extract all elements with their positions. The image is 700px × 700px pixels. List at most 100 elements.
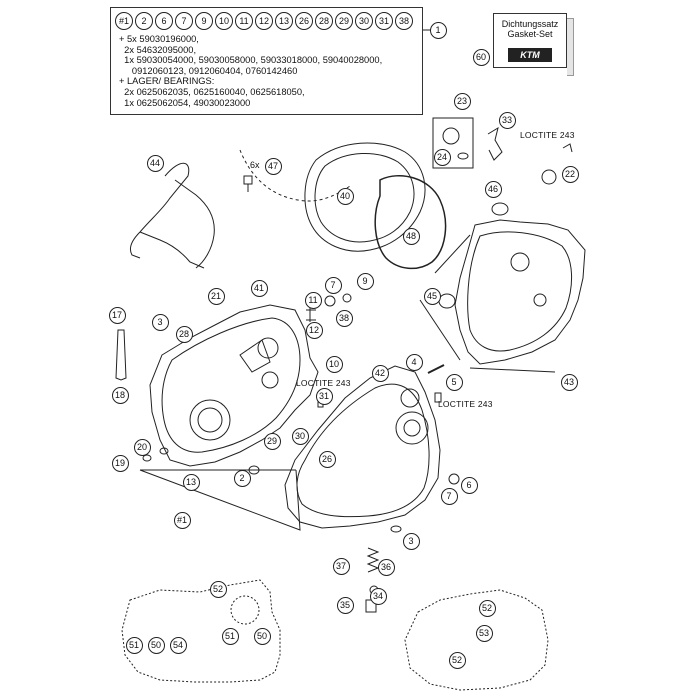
legend-part-circle: 29 xyxy=(335,12,353,30)
filler-plug-seal xyxy=(457,152,469,160)
clutch-cover-gasket xyxy=(304,142,426,252)
engine-bracket-part xyxy=(129,162,190,259)
callout-9[interactable]: 9 xyxy=(356,272,374,290)
washer-2 xyxy=(342,293,352,303)
legend-part-circle: 10 xyxy=(215,12,233,30)
callout-19[interactable]: 19 xyxy=(111,454,129,472)
legend-part-circle: 9 xyxy=(195,12,213,30)
legend-part-numbers: + 5x 59030196000, 2x 54632095000, 1x 590… xyxy=(119,34,382,108)
callout-50[interactable]: 50 xyxy=(253,627,271,645)
right-crankcase xyxy=(284,365,441,529)
callout-3[interactable]: 3 xyxy=(402,532,420,550)
legend-part-circle: 13 xyxy=(275,12,293,30)
retaining-clip xyxy=(487,126,503,161)
seal-ring xyxy=(491,202,509,216)
callout-53[interactable]: 53 xyxy=(475,624,493,642)
callout-17[interactable]: 17 xyxy=(108,306,126,324)
legend-line: 0912060123, 0912060404, 0760142460 xyxy=(119,65,298,76)
plug-screw xyxy=(434,392,442,403)
callout-52[interactable]: 52 xyxy=(448,651,466,669)
callout-54[interactable]: 54 xyxy=(169,636,187,654)
legend-part-circle: 2 xyxy=(135,12,153,30)
ktm-logo: KTM xyxy=(508,48,552,62)
callout-43[interactable]: 43 xyxy=(560,373,578,391)
legend-line: + LAGER/ BEARINGS: xyxy=(119,76,215,87)
legend-part-circle: 11 xyxy=(235,12,253,30)
loctite-label: LOCTITE 243 xyxy=(520,130,575,140)
gasket-cutout xyxy=(230,595,260,625)
gasket-set-box-side xyxy=(567,18,574,76)
callout-21[interactable]: 21 xyxy=(207,287,225,305)
right-crankcase-gasket-face xyxy=(296,383,430,518)
callout-40[interactable]: 40 xyxy=(336,187,354,205)
callout-48[interactable]: 48 xyxy=(402,227,420,245)
callout-31[interactable]: 31 xyxy=(315,387,333,405)
callout-28[interactable]: 28 xyxy=(175,325,193,343)
clutch-cover xyxy=(454,219,586,365)
callout-gasket-set[interactable]: 60 xyxy=(472,48,490,66)
callout-20[interactable]: 20 xyxy=(133,438,151,456)
drain-plug xyxy=(448,473,460,485)
callout-44[interactable]: 44 xyxy=(146,154,164,172)
callout-46[interactable]: 46 xyxy=(484,180,502,198)
legend-part-circle: 30 xyxy=(355,12,373,30)
bolt-part xyxy=(243,175,253,192)
callout-45[interactable]: 45 xyxy=(423,287,441,305)
legend-part-circle: 6 xyxy=(155,12,173,30)
callout-24[interactable]: 24 xyxy=(433,148,451,166)
cover-boss-2 xyxy=(533,293,547,307)
callout-34[interactable]: 34 xyxy=(369,587,387,605)
cover-boss xyxy=(510,252,530,272)
callout-7[interactable]: 7 xyxy=(440,487,458,505)
callout-legend-ref[interactable]: 1 xyxy=(429,21,447,39)
dowel-3 xyxy=(390,525,402,533)
callout-37[interactable]: 37 xyxy=(332,557,350,575)
cover-seal xyxy=(438,293,456,309)
callout-41[interactable]: 41 xyxy=(250,279,268,297)
callout-35[interactable]: 35 xyxy=(336,596,354,614)
callout-42[interactable]: 42 xyxy=(371,364,389,382)
long-bolt xyxy=(427,364,445,374)
legend-line: 2x 54632095000, xyxy=(119,44,197,55)
callout-23[interactable]: 23 xyxy=(453,92,471,110)
callout-7[interactable]: 7 xyxy=(324,276,342,294)
callout-6[interactable]: 6 xyxy=(460,476,478,494)
callout-38[interactable]: 38 xyxy=(335,309,353,327)
callout-13[interactable]: 13 xyxy=(182,473,200,491)
loctite-label: LOCTITE 243 xyxy=(296,378,351,388)
filler-plug xyxy=(442,127,460,145)
callout-36[interactable]: 36 xyxy=(377,558,395,576)
callout-47[interactable]: 47 xyxy=(264,157,282,175)
callout-26[interactable]: 26 xyxy=(318,450,336,468)
exploded-line xyxy=(434,234,471,274)
callout-22[interactable]: 22 xyxy=(561,165,579,183)
callout-10[interactable]: 10 xyxy=(325,355,343,373)
callout-12[interactable]: 12 xyxy=(305,321,323,339)
legend-line: 1x 59030054000, 59030058000, 59033018000… xyxy=(119,55,383,66)
callout-2[interactable]: 2 xyxy=(233,469,251,487)
callout-50[interactable]: 50 xyxy=(147,636,165,654)
callout-5[interactable]: 5 xyxy=(445,373,463,391)
callout-30[interactable]: 30 xyxy=(291,427,309,445)
gasket-set-label-en: Gasket-Set xyxy=(507,29,553,39)
callout-33[interactable]: 33 xyxy=(498,111,516,129)
callout-29[interactable]: 29 xyxy=(263,432,281,450)
bolt-pattern-arc xyxy=(239,149,351,202)
callout-51[interactable]: 51 xyxy=(125,636,143,654)
loctite-label: LOCTITE 243 xyxy=(438,399,493,409)
callout-group-1[interactable]: #1 xyxy=(173,511,191,529)
gasket-set-label-de: Dichtungssatz xyxy=(501,19,559,29)
exploded-line xyxy=(419,299,461,361)
callout-52[interactable]: 52 xyxy=(478,599,496,617)
callout-11[interactable]: 11 xyxy=(304,291,322,309)
callout-3[interactable]: 3 xyxy=(151,313,169,331)
dowel-2 xyxy=(248,465,260,475)
shaft-seal xyxy=(541,169,557,185)
callout-18[interactable]: 18 xyxy=(111,386,129,404)
callout-4[interactable]: 4 xyxy=(405,353,423,371)
callout-51[interactable]: 51 xyxy=(221,627,239,645)
callout-52[interactable]: 52 xyxy=(209,580,227,598)
